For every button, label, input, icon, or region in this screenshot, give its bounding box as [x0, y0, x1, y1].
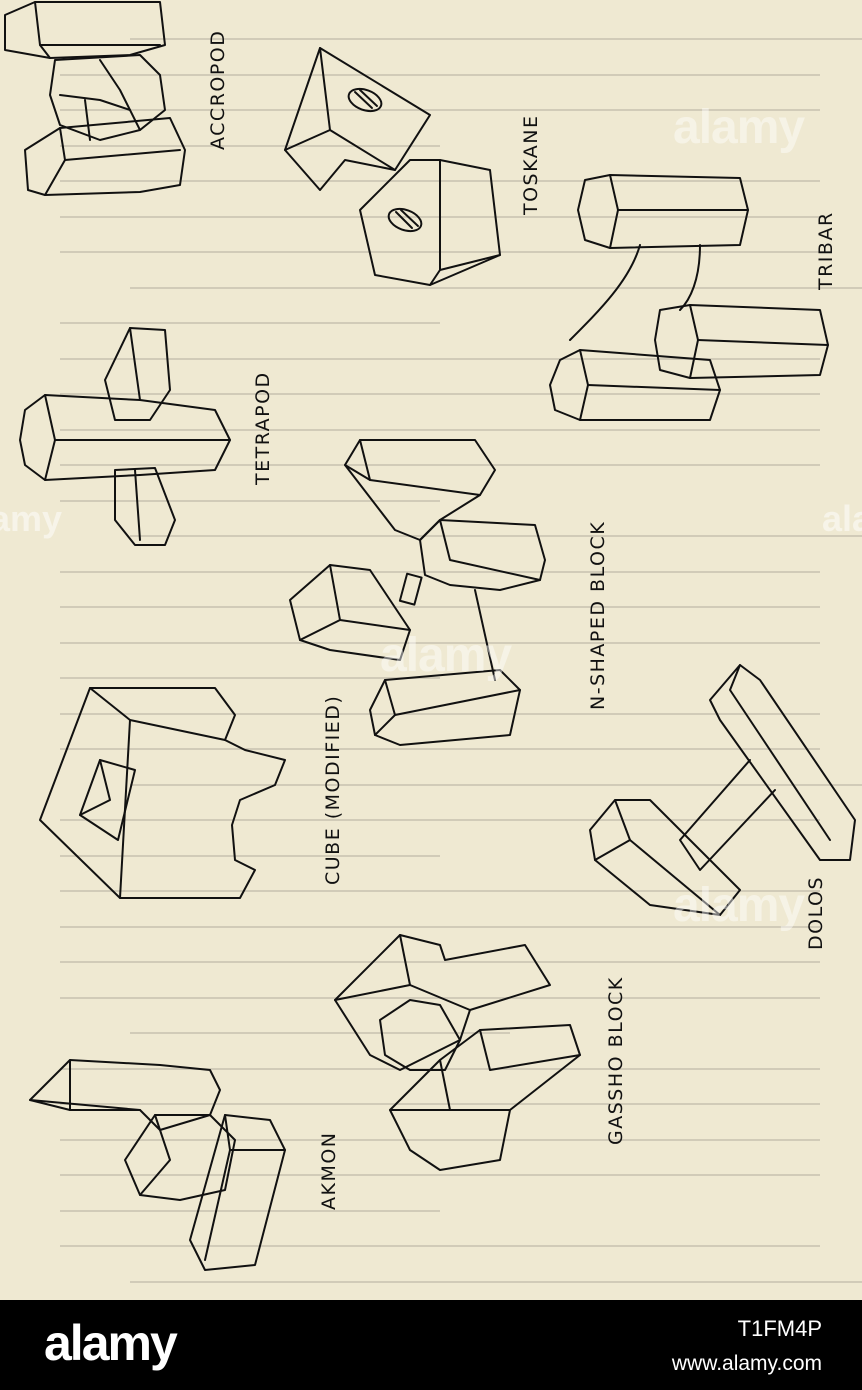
bleed-line — [60, 819, 820, 821]
bleed-line — [60, 73, 820, 76]
watermark-3: alamy — [673, 879, 805, 932]
watermark-side-right: alamy — [822, 498, 862, 539]
bleed-line — [130, 1280, 862, 1283]
bleed-line — [60, 677, 440, 679]
bleed-line — [130, 1032, 510, 1034]
bleed-line — [60, 1138, 820, 1141]
footer-bar: alamy T1FM4P www.alamy.com — [0, 1300, 862, 1390]
bleed-line — [60, 357, 820, 360]
bleed-line — [60, 464, 820, 466]
bleed-line — [60, 890, 820, 892]
bleed-line — [60, 1209, 440, 1212]
bleed-line — [60, 322, 440, 324]
bleed-line — [130, 535, 862, 537]
label-gassho-block: GASSHO BLOCK — [605, 976, 627, 1145]
bleed-line — [60, 1174, 820, 1176]
scanned-page: ACCROPOD TOSKANE — [0, 0, 862, 1300]
bleed-line — [130, 783, 862, 786]
bleed-line — [60, 712, 820, 715]
bleed-line — [60, 144, 440, 147]
bleed-line — [60, 499, 440, 502]
watermark-2: alamy — [380, 629, 512, 682]
alamy-logo: alamy — [44, 1315, 178, 1371]
watermark-1: alamy — [673, 101, 805, 154]
bleed-line — [60, 606, 820, 608]
bleed-line — [60, 1103, 820, 1105]
bleed-line — [60, 641, 820, 644]
bleed-line — [60, 748, 820, 750]
bleed-line — [60, 393, 820, 395]
bleed-line — [130, 38, 862, 40]
bleed-line — [130, 286, 862, 289]
bleed-line — [60, 961, 820, 963]
bleed-line — [60, 1245, 820, 1247]
bleed-line — [60, 1067, 820, 1070]
bleed-line — [60, 109, 820, 111]
watermark-side-left: amy — [0, 498, 63, 539]
image-id: T1FM4P — [737, 1316, 822, 1341]
bleed-line — [60, 925, 820, 928]
bleed-line — [60, 854, 440, 857]
bleed-line — [60, 428, 820, 431]
bleed-line — [60, 570, 820, 573]
footer-url: www.alamy.com — [671, 1352, 822, 1375]
